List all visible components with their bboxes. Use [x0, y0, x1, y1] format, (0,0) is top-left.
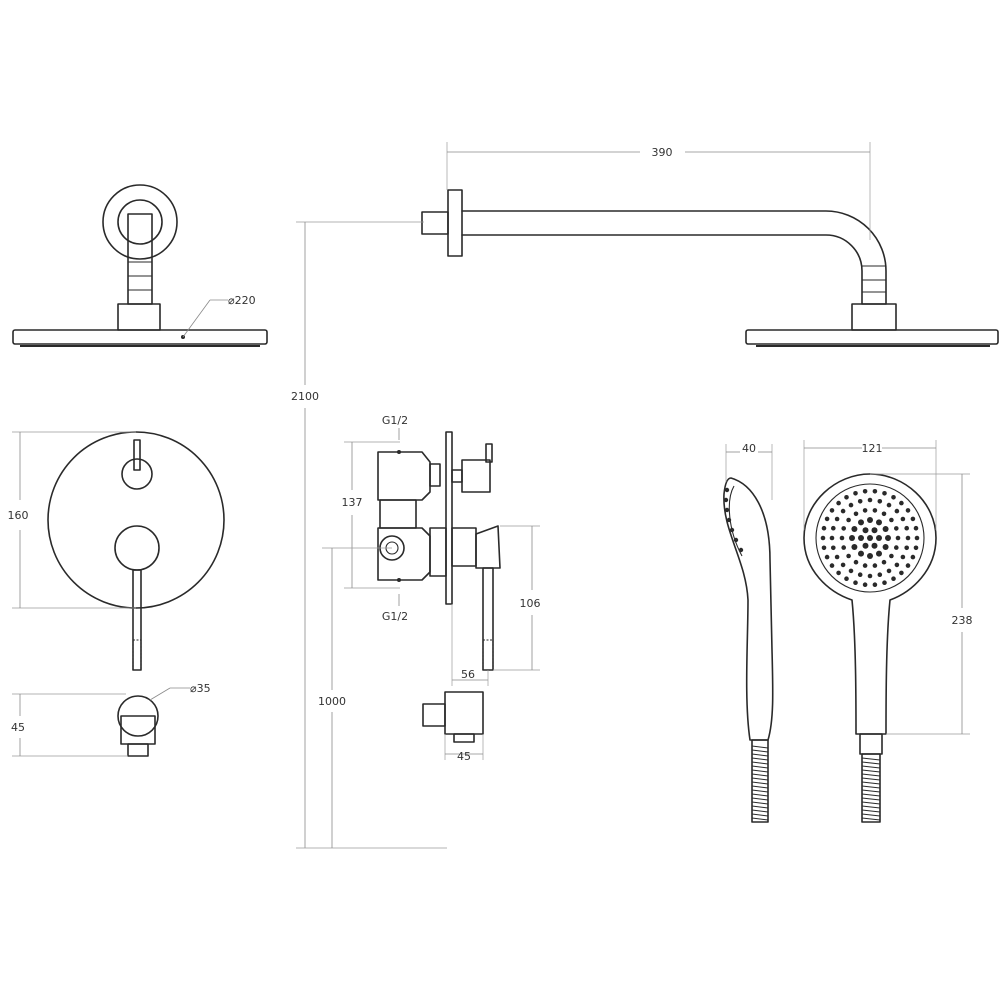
plate-height-label: 160 — [8, 509, 29, 522]
outlet-depth-label: 45 — [457, 750, 471, 763]
body-height-label: 137 — [342, 496, 363, 509]
hand-length-label: 238 — [952, 614, 973, 627]
mixer-height-dimension: 1000 — [318, 548, 346, 848]
head-nozzles-left — [20, 345, 260, 347]
thread-top-label: G1/2 — [382, 414, 408, 427]
hose — [751, 745, 881, 821]
wall-outlet-view: ⌀35 45 — [11, 682, 211, 757]
head-diameter-label: ⌀220 — [228, 294, 256, 307]
overhead-shower-front-view: ⌀220 — [12, 184, 268, 347]
thread-bottom-label: G1/2 — [382, 610, 408, 623]
overall-height-label: 2100 — [291, 390, 319, 403]
outlet-height-label: 45 — [11, 721, 25, 734]
mixer-body-side-view: G1/2 G1/2 137 106 56 — [322, 414, 541, 686]
hand-shower-nozzles — [820, 489, 920, 587]
mixer-plate-front-view: 160 — [8, 431, 225, 671]
hand-shower-side-view: 40 — [723, 442, 774, 823]
shower-arm-side-view: 390 — [421, 142, 999, 347]
hand-thickness-label: 40 — [742, 442, 756, 455]
mixer-height-label: 1000 — [318, 695, 346, 708]
handle-length-label: 106 — [520, 597, 541, 610]
handle-offset-label: 56 — [461, 668, 475, 681]
wall-outlet-side-view: 45 — [422, 691, 484, 763]
overall-height-dimension: 2100 — [291, 221, 447, 849]
arm-length-label: 390 — [652, 146, 673, 159]
hand-width-label: 121 — [862, 442, 883, 455]
outlet-diameter-label: ⌀35 — [190, 682, 211, 695]
hand-shower-front-view: 121 238 — [803, 440, 973, 823]
